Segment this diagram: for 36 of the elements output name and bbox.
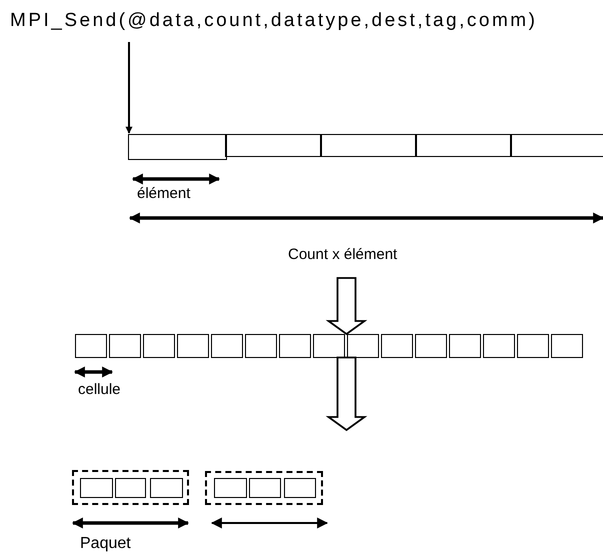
cell-box (244, 334, 276, 358)
cell-box (284, 478, 316, 498)
element-box (225, 134, 322, 157)
cell-box (346, 334, 378, 358)
cell-box (248, 478, 280, 498)
hollow-arrow (326, 356, 368, 432)
hollow-arrow (326, 277, 368, 336)
element-box (510, 134, 603, 157)
cell-box (550, 334, 582, 358)
packet-frame (205, 471, 323, 505)
cell-box (176, 334, 208, 358)
cell-box (108, 334, 140, 358)
cell-box (214, 478, 246, 498)
cell-box (312, 334, 344, 358)
dimension-label: Paquet (80, 535, 131, 553)
dimension-label: Count x élément (288, 246, 398, 263)
cell-box (74, 334, 106, 358)
packet-frame (72, 470, 189, 505)
cell-box (516, 334, 548, 358)
cell-box (448, 334, 480, 358)
element-box (320, 134, 416, 157)
function-call-text: MPI_Send(@data,count,datatype,dest,tag,comm) (10, 6, 538, 36)
dimension-label: cellule (78, 381, 121, 398)
cell-box (80, 478, 112, 498)
cell-box (114, 478, 146, 498)
cell-box (210, 334, 242, 358)
cell-box (142, 334, 174, 358)
arrow (126, 42, 132, 134)
element-box (128, 134, 226, 160)
cell-box (482, 334, 514, 358)
cell-box (380, 334, 412, 358)
cell-box (414, 334, 446, 358)
dimension-label: élément (137, 185, 190, 202)
cell-box (278, 334, 310, 358)
element-box (415, 134, 512, 157)
cell-box (150, 478, 182, 498)
